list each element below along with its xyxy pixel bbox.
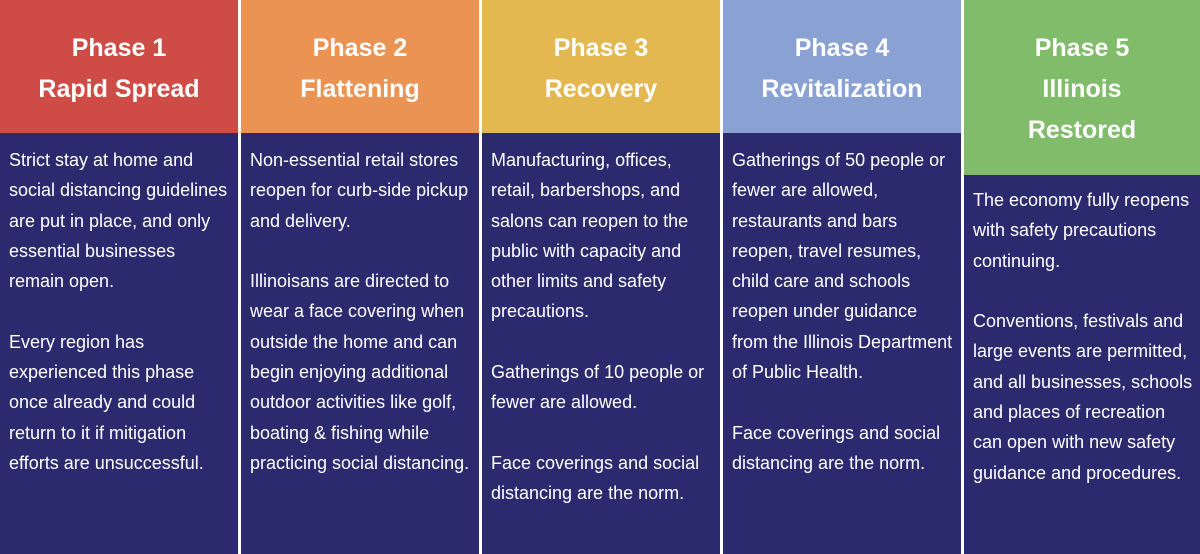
phase-3-subtitle: Recovery bbox=[544, 74, 658, 103]
phase-4-column: Phase 4 Revitalization Gatherings of 50 … bbox=[723, 0, 961, 554]
phase-2-column: Phase 2 Flattening Non-essential retail … bbox=[241, 0, 479, 554]
phase-1-subtitle: Rapid Spread bbox=[38, 74, 200, 103]
phase-1-header: Phase 1 Rapid Spread bbox=[0, 0, 238, 133]
phase-4-title: Phase 4 bbox=[794, 33, 890, 62]
phase-4-subtitle: Revitalization bbox=[761, 74, 923, 103]
phase-2-header: Phase 2 Flattening bbox=[241, 0, 479, 133]
phase-2-description: Non-essential retail stores reopen for c… bbox=[241, 133, 479, 554]
phase-4-header: Phase 4 Revitalization bbox=[723, 0, 961, 133]
phase-3-header: Phase 3 Recovery bbox=[482, 0, 720, 133]
phase-5-paragraph-2: Conventions, festivals and large events … bbox=[973, 311, 1193, 483]
phase-3-paragraph-2: Gatherings of 10 people or fewer are all… bbox=[491, 362, 705, 413]
phase-1-description: Strict stay at home and social distancin… bbox=[0, 133, 238, 554]
phase-3-description: Manufacturing, offices, retail, barbersh… bbox=[482, 133, 720, 554]
phase-2-subtitle: Flattening bbox=[300, 74, 420, 103]
phase-3-column: Phase 3 Recovery Manufacturing, offices,… bbox=[482, 0, 720, 554]
phase-1-title: Phase 1 bbox=[71, 33, 167, 62]
phase-5-paragraph-1: The economy fully reopens with safety pr… bbox=[973, 190, 1190, 271]
phase-1-paragraph-1: Strict stay at home and social distancin… bbox=[9, 150, 228, 292]
phase-3-title: Phase 3 bbox=[553, 33, 649, 62]
phase-5-header: Phase 5 Illinois Restored bbox=[964, 0, 1200, 175]
phase-2-paragraph-2: Illinoisans are directed to wear a face … bbox=[250, 271, 470, 473]
phase-4-paragraph-1: Gatherings of 50 people or fewer are all… bbox=[732, 150, 953, 383]
phase-5-subtitle: Illinois Restored bbox=[1027, 75, 1137, 144]
phase-5-column: Phase 5 Illinois Restored The economy fu… bbox=[964, 0, 1200, 554]
phase-1-column: Phase 1 Rapid Spread Strict stay at home… bbox=[0, 0, 238, 554]
phase-2-paragraph-1: Non-essential retail stores reopen for c… bbox=[250, 150, 469, 231]
phase-1-paragraph-2: Every region has experienced this phase … bbox=[9, 331, 204, 473]
phase-2-title: Phase 2 bbox=[312, 33, 408, 62]
phase-4-description: Gatherings of 50 people or fewer are all… bbox=[723, 133, 961, 554]
phase-4-paragraph-2: Face coverings and social distancing are… bbox=[732, 422, 941, 473]
phase-5-description: The economy fully reopens with safety pr… bbox=[964, 175, 1200, 554]
phase-3-paragraph-1: Manufacturing, offices, retail, barbersh… bbox=[491, 150, 689, 322]
phase-3-paragraph-3: Face coverings and social distancing are… bbox=[491, 452, 700, 504]
phase-5-title: Phase 5 bbox=[1034, 34, 1130, 62]
